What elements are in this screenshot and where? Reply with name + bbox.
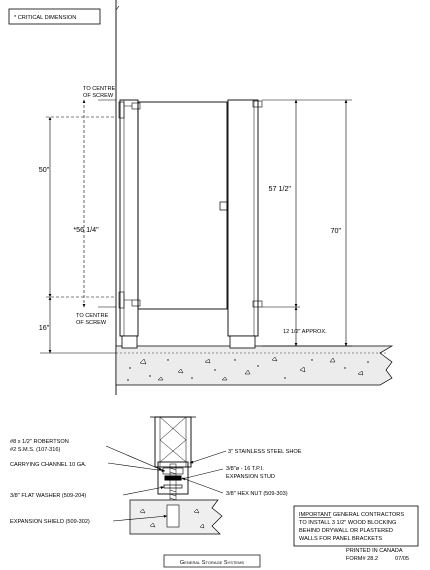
pilaster-right: [227, 99, 263, 349]
note-line-2: TO INSTALL 3 1/2" WOOD BLOCKING: [299, 520, 396, 526]
label-stud-1: 3/8"ø - 16 T.P.I.: [226, 466, 264, 472]
anchor-detail: #8 x 1/2" ROBERTSON #2 S.M.S. (107-316) …: [10, 416, 302, 535]
flat-washer: [163, 484, 183, 489]
screw-label-top-1: TO CENTRE: [83, 86, 115, 92]
label-steel-shoe: 3" STAINLESS STEEL SHOE: [228, 449, 302, 455]
form-number: FORM# 28.2: [346, 556, 378, 562]
label-stud-2: EXPANSION STUD: [226, 474, 275, 480]
dim-16: 16": [39, 323, 50, 332]
door-latch: [219, 201, 228, 211]
hinge-top: [131, 102, 141, 110]
screw-label-bottom-2: OF SCREW: [76, 320, 107, 326]
detail-floor: [129, 499, 223, 535]
dim-57: 57 1/2": [268, 184, 291, 193]
form-date: 07/05: [395, 556, 409, 562]
dim-56: *56 1/4": [73, 225, 99, 234]
note-line-1: IMPORTANT GENERAL CONTRACTORS: [299, 512, 404, 518]
dimension-left: [40, 116, 116, 354]
label-robertson-1: #8 x 1/2" ROBERTSON: [10, 439, 69, 445]
printed-in: PRINTED IN CANADA: [346, 548, 403, 554]
critical-dimension-legend: * CRITICAL DIMENSION: [8, 8, 101, 25]
dim-50: 50": [39, 165, 50, 174]
detail-leaders: [105, 445, 227, 522]
wall-bracket-top: [118, 101, 132, 119]
dim-12: 12 1/2" APPROX.: [283, 329, 327, 335]
note-line-3: BEHIND DRYWALL OR PLASTERED: [299, 528, 393, 534]
hinge-bottom: [131, 299, 141, 307]
label-robertson-2: #2 S.M.S. (107-316): [10, 447, 61, 453]
note-important: IMPORTANT: [299, 512, 332, 518]
partition-elevation: TO CENTRE OF SCREW TO CENTRE OF SCREW 50…: [39, 0, 394, 395]
pilaster-shoe-right: [229, 335, 256, 349]
company-name: General Storage Systems: [180, 560, 245, 566]
floor-slab: [115, 345, 394, 386]
expansion-shield: [166, 504, 180, 528]
legend-text: * CRITICAL DIMENSION: [14, 15, 76, 21]
pilaster-section: [150, 416, 196, 468]
dimension-right: [262, 99, 352, 347]
bracket-right-top: [252, 100, 263, 108]
pilaster-shoe-left: [121, 335, 138, 349]
label-hex-nut: 3/8" HEX NUT (509-303): [226, 491, 288, 497]
partition-door: [131, 101, 228, 310]
note-line-4: WALLS FOR PANEL BRACKETS: [299, 536, 382, 542]
important-note: IMPORTANT GENERAL CONTRACTORS TO INSTALL…: [293, 505, 419, 547]
label-flat-washer: 3/8" FLAT WASHER (509-204): [10, 493, 86, 499]
hex-nut: [164, 475, 182, 481]
dim-70: 70": [330, 226, 341, 235]
screw-label-top-2: OF SCREW: [83, 93, 114, 99]
note-line1-rest: GENERAL CONTRACTORS: [331, 512, 404, 518]
label-carrying-channel: CARRYING CHANNEL 10 GA.: [10, 462, 87, 468]
bracket-right-bottom: [252, 300, 263, 308]
label-expansion-shield: EXPANSION SHIELD (509-302): [10, 519, 90, 525]
screw-label-bottom-1: TO CENTRE: [76, 313, 108, 319]
company-footer: General Storage Systems: [163, 554, 261, 568]
pilaster-left: [119, 99, 139, 349]
wall-bracket-bottom: [118, 291, 132, 309]
